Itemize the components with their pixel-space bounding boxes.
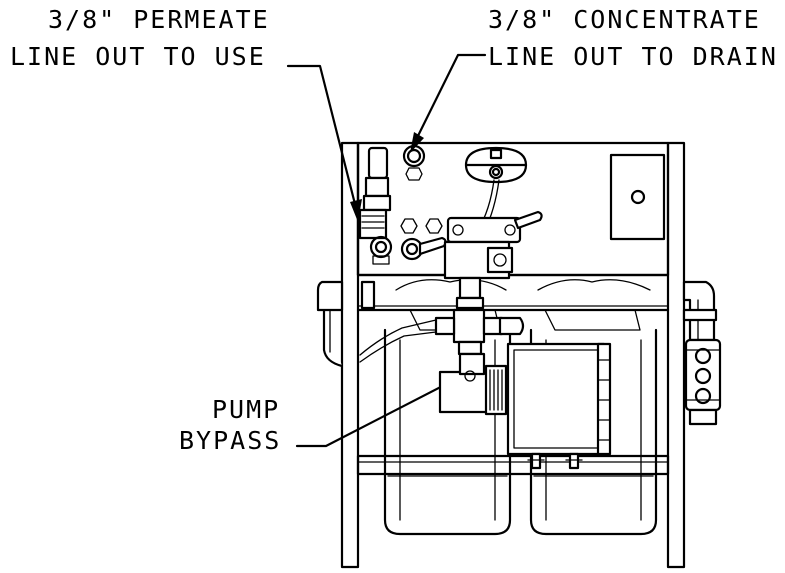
concentrate-fitting <box>402 144 426 181</box>
right-elbow-fitting <box>682 280 718 342</box>
pipe-tee-assembly <box>434 276 525 356</box>
permeate-label-line1: 3/8" PERMEATE <box>48 5 270 34</box>
feed-hose-left <box>359 319 437 363</box>
controller-box <box>609 153 666 241</box>
permeate-label-line2: LINE OUT TO USE <box>10 42 266 71</box>
membrane-tank-left <box>383 328 512 536</box>
panel-fasteners <box>400 218 443 234</box>
controller-indicator <box>630 189 646 205</box>
flow-meter-right <box>684 338 722 426</box>
solenoid-valve <box>443 210 543 280</box>
concentrate-label-line2: LINE OUT TO DRAIN <box>488 42 778 71</box>
panel-knob-left <box>369 235 393 265</box>
panel-valve-handle <box>400 236 447 261</box>
pump-bypass-label-line1: PUMP <box>212 395 280 424</box>
pump-motor <box>506 342 612 470</box>
left-elbow-fitting <box>316 280 376 368</box>
pressure-gauge <box>464 146 528 184</box>
pump-bypass-label-line2: BYPASS <box>179 426 281 455</box>
pump-bypass-valve <box>438 352 508 416</box>
control-panel <box>356 141 670 277</box>
concentrate-label-line1: 3/8" CONCENTRATE <box>488 5 761 34</box>
concentrate-leader <box>410 53 487 153</box>
permeate-fitting <box>358 146 392 240</box>
